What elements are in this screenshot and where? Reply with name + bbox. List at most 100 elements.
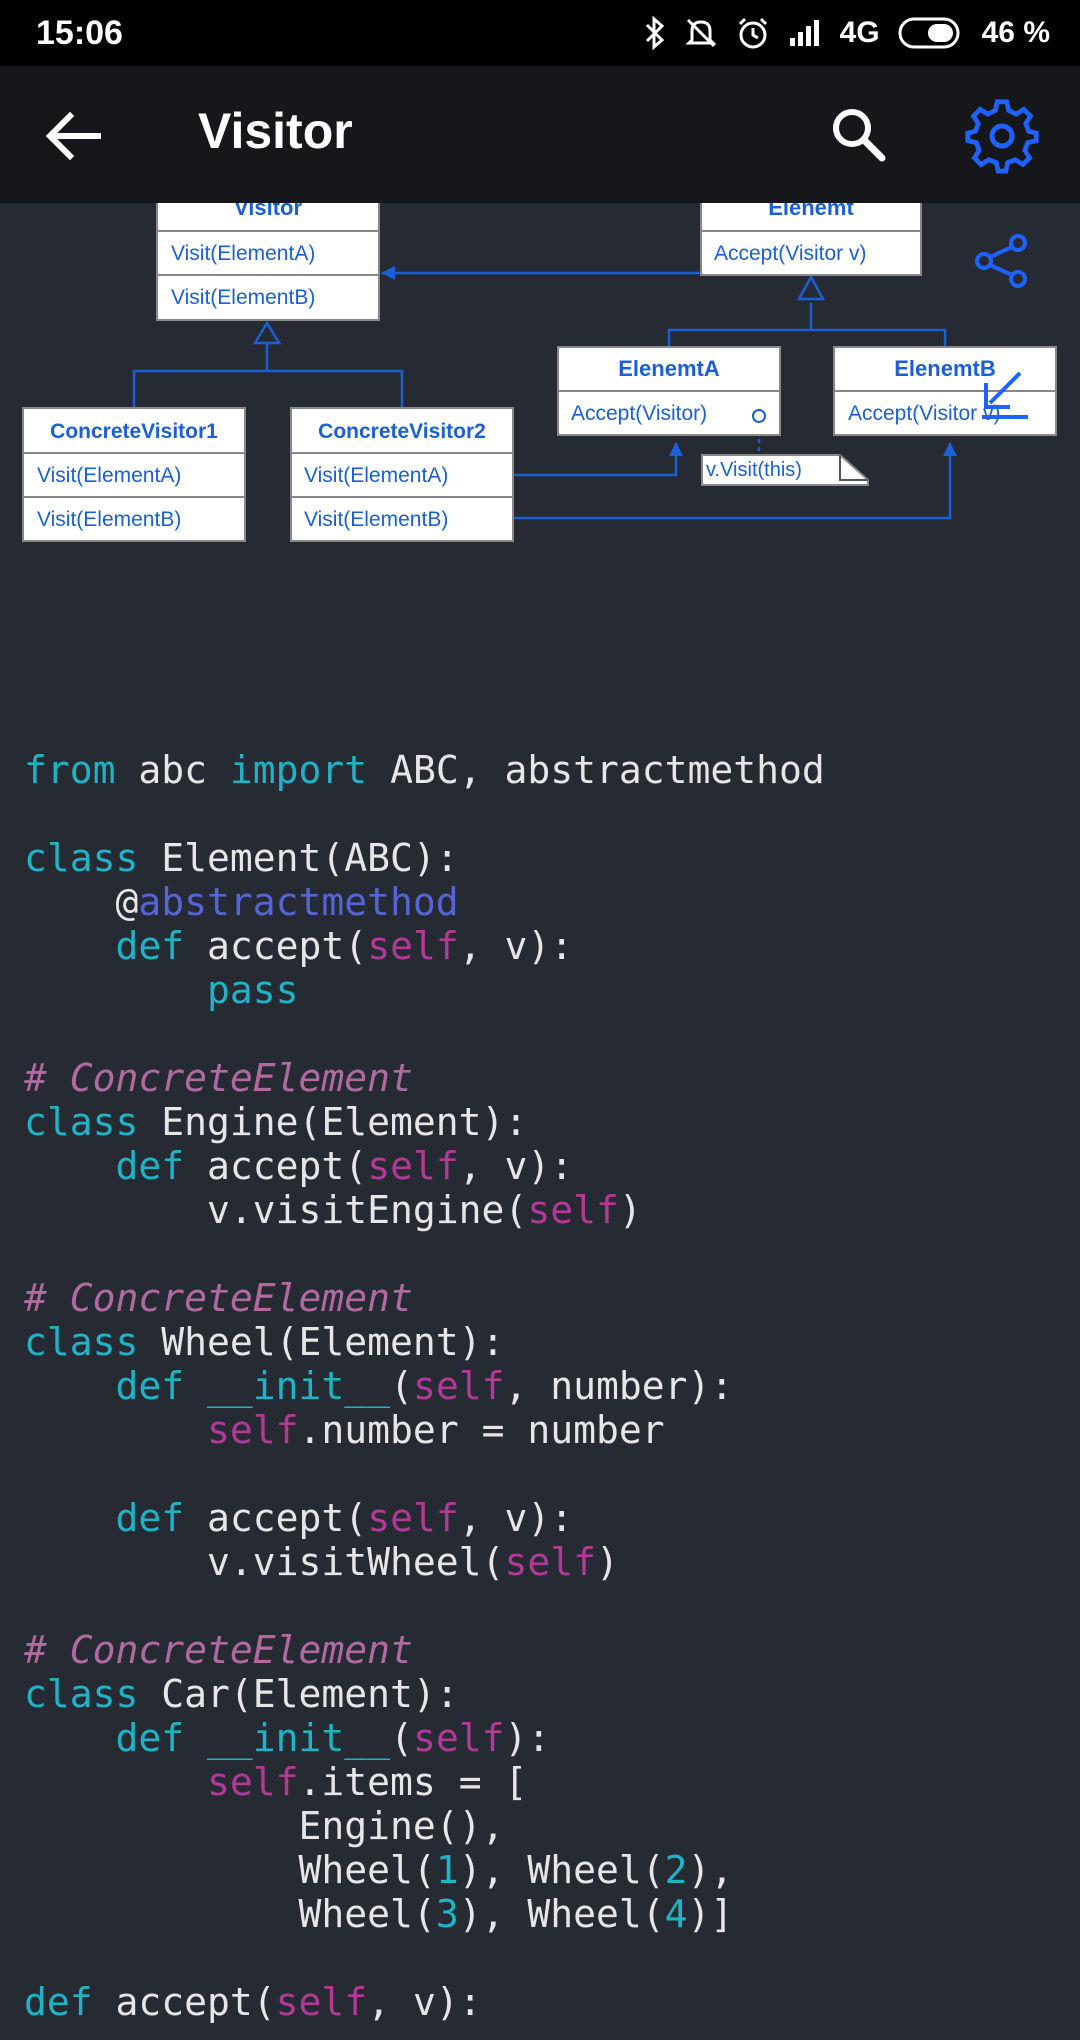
code-line: class Car(Element): bbox=[24, 1672, 1064, 1716]
code-line: self.number = number bbox=[24, 1408, 1064, 1452]
collapse-button[interactable] bbox=[974, 365, 1034, 425]
uml-box-element-b: ElenemtB Accept(Visitor v) bbox=[833, 346, 1057, 436]
code-token bbox=[24, 924, 116, 968]
uml-title: Elenemt bbox=[768, 203, 854, 220]
code-line: from abc import ABC, abstractmethod bbox=[24, 748, 1064, 792]
uml-box-visitor: Visitor Visit(ElementA) Visit(ElementB) bbox=[156, 185, 380, 321]
code-token: ), Wheel( bbox=[458, 1848, 665, 1892]
code-line bbox=[24, 792, 1064, 836]
uml-method: Visit(ElementA) bbox=[304, 464, 448, 487]
code-line: def __init__(self): bbox=[24, 1716, 1064, 1760]
code-line bbox=[24, 1012, 1064, 1056]
code-line: pass bbox=[24, 968, 1064, 1012]
code-line: self.items = [ bbox=[24, 1760, 1064, 1804]
code-token: , v): bbox=[458, 1144, 574, 1188]
code-token: def bbox=[115, 924, 185, 968]
uml-title: ConcreteVisitor1 bbox=[50, 420, 218, 443]
uml-box-element: Elenemt Accept(Visitor v) bbox=[700, 185, 922, 276]
code-line: def accept(self, v): bbox=[24, 1980, 1064, 2024]
code-token: def bbox=[115, 1364, 185, 1408]
code-line: Wheel(3), Wheel(4)] bbox=[24, 1892, 1064, 1936]
status-bar: 15:06 4G 46 % bbox=[0, 0, 1080, 66]
uml-title: ElenemtA bbox=[618, 356, 720, 381]
code-token: ), bbox=[687, 1848, 734, 1892]
code-token: Engine(), bbox=[24, 1804, 505, 1848]
code-line bbox=[24, 1452, 1064, 1496]
code-token: def bbox=[115, 1144, 185, 1188]
code-token: .number = number bbox=[298, 1408, 665, 1452]
code-token: self bbox=[367, 1144, 459, 1188]
code-token: ): bbox=[504, 1716, 551, 1760]
uml-method: Visit(ElementB) bbox=[37, 508, 181, 531]
code-token: ABC, abstractmethod bbox=[367, 748, 825, 792]
battery-level: 46 % bbox=[981, 16, 1050, 49]
code-token: Wheel( bbox=[24, 1892, 436, 1936]
uml-method: Visit(ElementB) bbox=[304, 508, 448, 531]
code-token: abstractmethod bbox=[138, 880, 459, 924]
signal-icon bbox=[788, 18, 822, 48]
search-icon bbox=[833, 109, 886, 162]
code-token: # ConcreteElement bbox=[24, 1056, 413, 1100]
code-line: # ConcreteElement bbox=[24, 1276, 1064, 1320]
share-icon bbox=[975, 234, 1027, 288]
code-token: class bbox=[24, 1672, 139, 1716]
code-token bbox=[24, 1144, 116, 1188]
code-token: , number): bbox=[504, 1364, 734, 1408]
uml-method: Visit(ElementA) bbox=[37, 464, 181, 487]
search-button[interactable] bbox=[826, 102, 892, 168]
muted-bell-icon bbox=[684, 16, 718, 50]
code-token: accept( bbox=[184, 924, 368, 968]
code-token: Wheel(Element): bbox=[138, 1320, 505, 1364]
uml-note: v.Visit(this) bbox=[701, 454, 869, 486]
code-token bbox=[24, 1364, 116, 1408]
status-time: 15:06 bbox=[36, 13, 123, 52]
alarm-icon bbox=[736, 16, 770, 50]
code-token: 4 bbox=[664, 1892, 688, 1936]
code-token: self bbox=[527, 1188, 619, 1232]
code-line: v.visitWheel(self) bbox=[24, 1540, 1064, 1584]
share-button[interactable] bbox=[970, 229, 1034, 293]
uml-box-concrete-visitor-2: ConcreteVisitor2 Visit(ElementA) Visit(E… bbox=[290, 407, 514, 542]
code-token: class bbox=[24, 1100, 139, 1144]
code-line: def accept(self, v): bbox=[24, 1496, 1064, 1540]
uml-title: ElenemtB bbox=[894, 356, 995, 381]
code-token: def bbox=[115, 1496, 185, 1540]
code-token: __init__ bbox=[207, 1716, 391, 1760]
uml-diagram: Visitor Visit(ElementA) Visit(ElementB) … bbox=[0, 185, 1080, 713]
bluetooth-icon bbox=[644, 16, 666, 50]
uml-box-concrete-visitor-1: ConcreteVisitor1 Visit(ElementA) Visit(E… bbox=[22, 407, 246, 542]
code-line: def accept(self, v): bbox=[24, 924, 1064, 968]
uml-method: Accept(Visitor v) bbox=[848, 402, 1001, 425]
code-token: .items = [ bbox=[298, 1760, 528, 1804]
uml-method: Visit(ElementB) bbox=[171, 286, 315, 309]
code-token: # ConcreteElement bbox=[24, 1628, 413, 1672]
code-token: 2 bbox=[664, 1848, 688, 1892]
code-line: class Engine(Element): bbox=[24, 1100, 1064, 1144]
code-token: self bbox=[207, 1760, 299, 1804]
code-token bbox=[184, 1364, 207, 1408]
code-line: def accept(self, v): bbox=[24, 1144, 1064, 1188]
code-token: self bbox=[367, 924, 459, 968]
code-line: Wheel(1), Wheel(2), bbox=[24, 1848, 1064, 1892]
uml-method: Accept(Visitor) bbox=[571, 402, 707, 425]
code-token: accept( bbox=[184, 1496, 368, 1540]
code-token: self bbox=[412, 1716, 505, 1760]
code-token: __init__ bbox=[207, 1364, 391, 1408]
back-button[interactable] bbox=[40, 106, 110, 166]
settings-button[interactable] bbox=[962, 96, 1042, 176]
code-line: def __init__(self, number): bbox=[24, 1364, 1064, 1408]
code-line: @abstractmethod bbox=[24, 880, 1064, 924]
code-token: self bbox=[207, 1408, 299, 1452]
battery-icon bbox=[898, 17, 964, 49]
code-token: self bbox=[275, 1980, 368, 2024]
back-arrow-icon bbox=[45, 111, 101, 161]
code-line bbox=[24, 1232, 1064, 1276]
code-token bbox=[24, 1716, 116, 1760]
uml-note-text: v.Visit(this) bbox=[706, 459, 802, 481]
code-token: # ConcreteElement bbox=[24, 1276, 413, 1320]
status-icons: 4G 46 % bbox=[644, 16, 1050, 50]
code-token: , v): bbox=[458, 1496, 574, 1540]
gear-icon bbox=[965, 99, 1039, 174]
code-token: self bbox=[412, 1364, 505, 1408]
code-token: accept( bbox=[92, 1980, 276, 2024]
